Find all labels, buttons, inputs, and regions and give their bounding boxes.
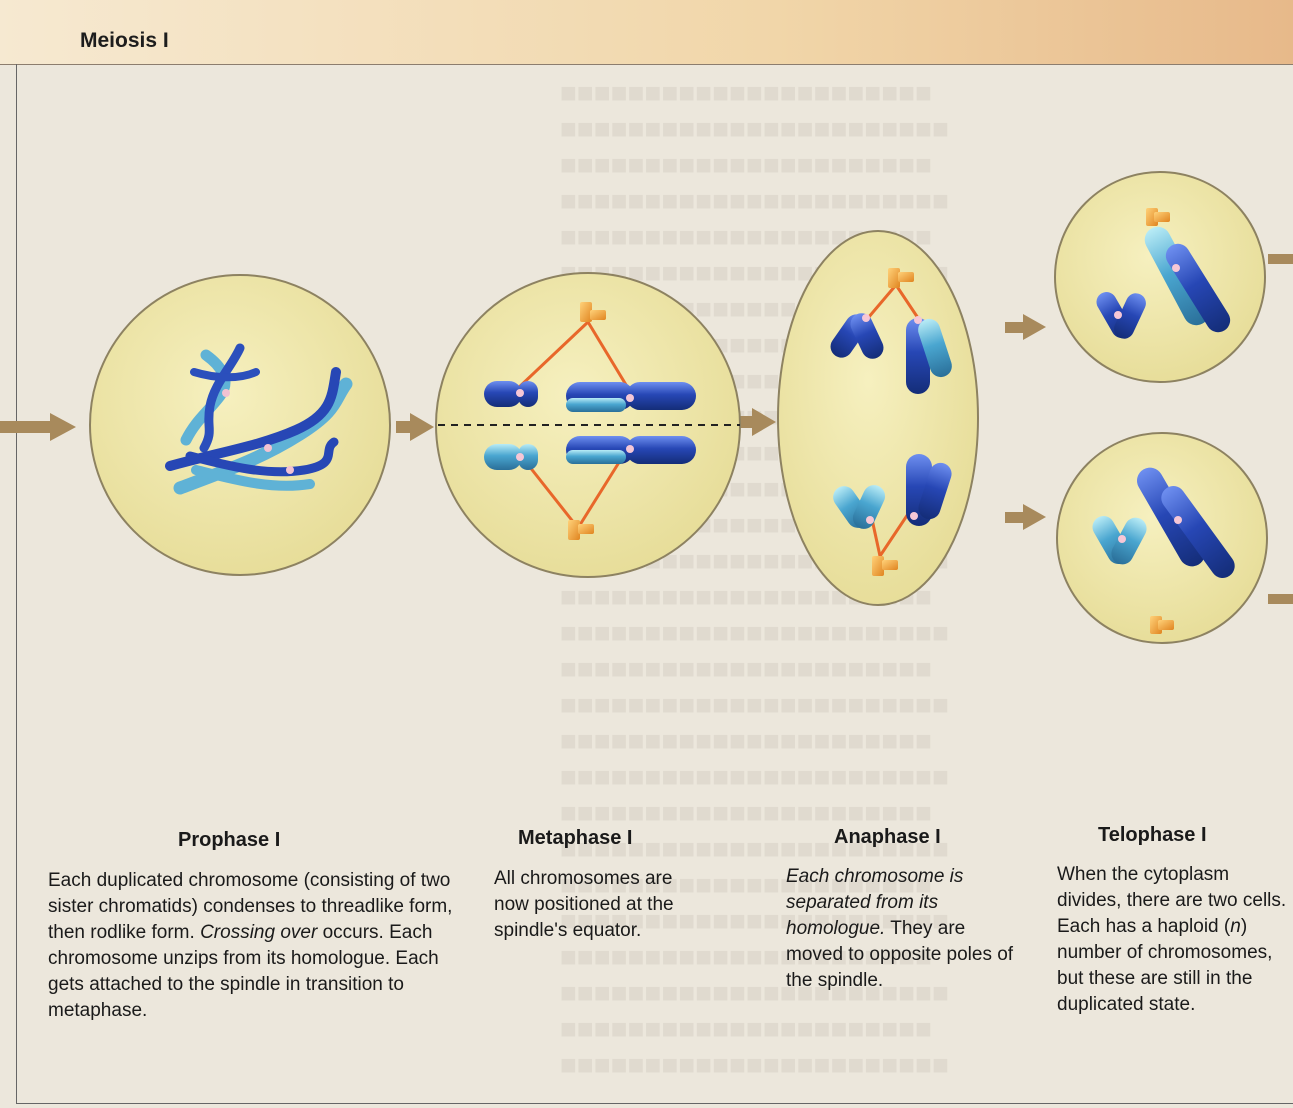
telophase-title: Telophase I — [1098, 824, 1207, 847]
metaphase-description: All chromosomes are now positioned at th… — [494, 866, 712, 944]
arrow-prophase-to-metaphase — [396, 413, 434, 441]
prophase-description: Each duplicated chromosome (consisting o… — [48, 868, 460, 1024]
telophase-description: When the cytoplasm divides, there are tw… — [1057, 862, 1289, 1018]
arrow-out-telophase-top — [1268, 254, 1293, 264]
arrow-anaphase-to-telophase-bottom — [1005, 504, 1046, 530]
description-segment: Crossing over — [200, 922, 317, 943]
arrow-metaphase-to-anaphase — [738, 408, 776, 436]
prophase-title: Prophase I — [178, 829, 280, 852]
prophase-cell — [90, 275, 390, 575]
description-segment: When the cytoplasm divides, there are tw… — [1057, 864, 1286, 937]
anaphase-title: Anaphase I — [834, 826, 941, 849]
description-segment: All chromosomes are now positioned at th… — [494, 868, 674, 941]
description-segment: n — [1230, 916, 1241, 937]
arrow-out-telophase-bottom — [1268, 594, 1293, 604]
telophase-cell-top — [1055, 172, 1265, 382]
arrow-anaphase-to-telophase-top — [1005, 314, 1046, 340]
metaphase-title: Metaphase I — [518, 827, 632, 850]
telophase-cell-bottom — [1057, 433, 1267, 643]
anaphase-description: Each chromosome is separated from its ho… — [786, 864, 1022, 994]
arrow-into-prophase — [0, 413, 76, 441]
